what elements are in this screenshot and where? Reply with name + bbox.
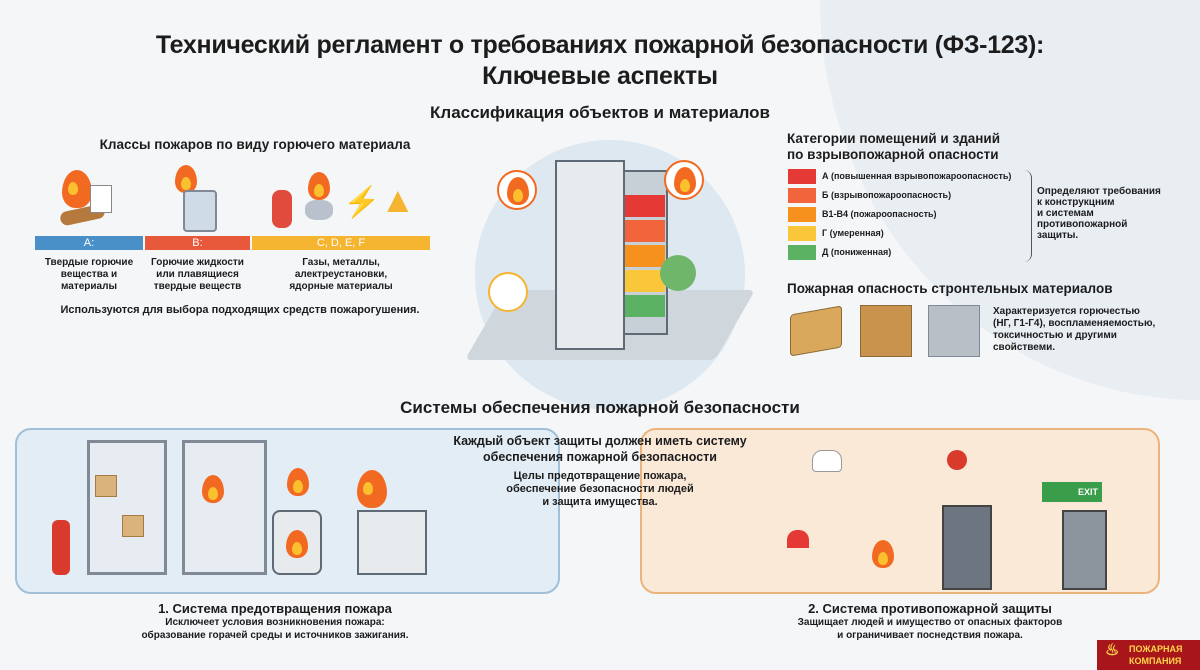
tank-icon — [272, 510, 322, 575]
class-cdef-bar: C, D, E, F — [252, 236, 430, 250]
bracket — [1024, 170, 1032, 262]
fire-door-icon — [942, 505, 992, 590]
document-icon — [90, 185, 112, 213]
building-illustration — [555, 160, 625, 350]
canister-icon — [183, 190, 217, 232]
fire-icon — [287, 468, 309, 496]
fire-icon — [202, 475, 224, 503]
category-label-v: В1-В4 (пожароопасность) — [822, 209, 937, 219]
classification-heading: Классификация объектов и материалов — [430, 103, 770, 122]
fire-icon — [357, 470, 387, 508]
systems-goals: Целы предотвращение пожара,обеспечение б… — [506, 470, 694, 508]
materials-desc: Характеризуется горючестью(НГ, Г1-Г4), в… — [993, 306, 1156, 353]
class-a-bar: A: — [35, 236, 143, 250]
category-g-floor — [625, 270, 665, 292]
fire-callout-icon — [497, 170, 537, 210]
burner-callout-icon — [664, 160, 704, 200]
category-v-floor — [625, 245, 665, 267]
alarm-bell-icon — [947, 450, 967, 470]
shelf-icon — [182, 440, 267, 575]
gas-cylinder-icon — [272, 190, 292, 228]
exit-door-icon — [1062, 510, 1107, 590]
category-swatch-v — [788, 207, 816, 222]
fire-icon — [308, 172, 330, 200]
fire-classes-footer: Используются для выбора подходящих средс… — [60, 304, 420, 316]
fire-icon — [175, 165, 197, 193]
category-label-b: Б (взрывопожароопасность) — [822, 190, 952, 200]
category-d-floor — [625, 295, 665, 317]
category-label-g: Г (умеренная) — [822, 228, 884, 238]
category-label-d: Д (пониженная) — [822, 247, 892, 257]
category-label-a: А (повышенная взрывопожароопасность) — [822, 171, 1012, 181]
electrical-callout-icon — [488, 272, 528, 312]
box-icon — [122, 515, 144, 537]
systems-center-title: Каждый объект защиты должен иметь систем… — [453, 434, 747, 464]
fire-classes-heading: Классы пожаров по виду горючего материал… — [99, 137, 411, 152]
prevention-panel — [15, 428, 560, 594]
category-swatch-d — [788, 245, 816, 260]
fire-icon — [62, 170, 92, 208]
page-title: Технический регламент о требованиях пожа… — [155, 31, 1045, 90]
radiation-warning-icon: ▲ — [380, 179, 416, 220]
wood-panels-icon — [790, 305, 842, 357]
concrete-block-icon — [928, 305, 980, 357]
fire-extinguisher-icon — [52, 520, 70, 575]
fire-icon — [872, 540, 894, 568]
class-b-bar: B: — [145, 236, 250, 250]
category-swatch-b — [788, 188, 816, 203]
category-b-floor — [625, 220, 665, 242]
materials-heading: Пожарная опасность стронтельных материал… — [787, 281, 1113, 296]
class-cdef-desc: Газы, металлы,алектреустановки,ядорные м… — [289, 257, 393, 292]
protection-panel: EXIT — [640, 428, 1160, 594]
smoke-detector-icon — [812, 450, 842, 472]
box-icon — [95, 475, 117, 497]
category-a-floor — [625, 195, 665, 217]
systems-heading: Системы обеспечения пожарной безопасност… — [400, 398, 800, 417]
strobe-light-icon — [787, 530, 809, 548]
tree-icon — [660, 255, 696, 291]
lightning-icon: ⚡ — [343, 186, 381, 219]
equipment-icon — [357, 510, 427, 575]
category-swatch-a — [788, 169, 816, 184]
category-swatch-g — [788, 226, 816, 241]
shelf-icon — [87, 440, 167, 575]
logo-emblem-icon: ♨ — [1105, 642, 1120, 659]
wood-block-icon — [860, 305, 912, 357]
metal-powder-icon — [305, 200, 333, 220]
exit-sign: EXIT — [1042, 482, 1102, 502]
